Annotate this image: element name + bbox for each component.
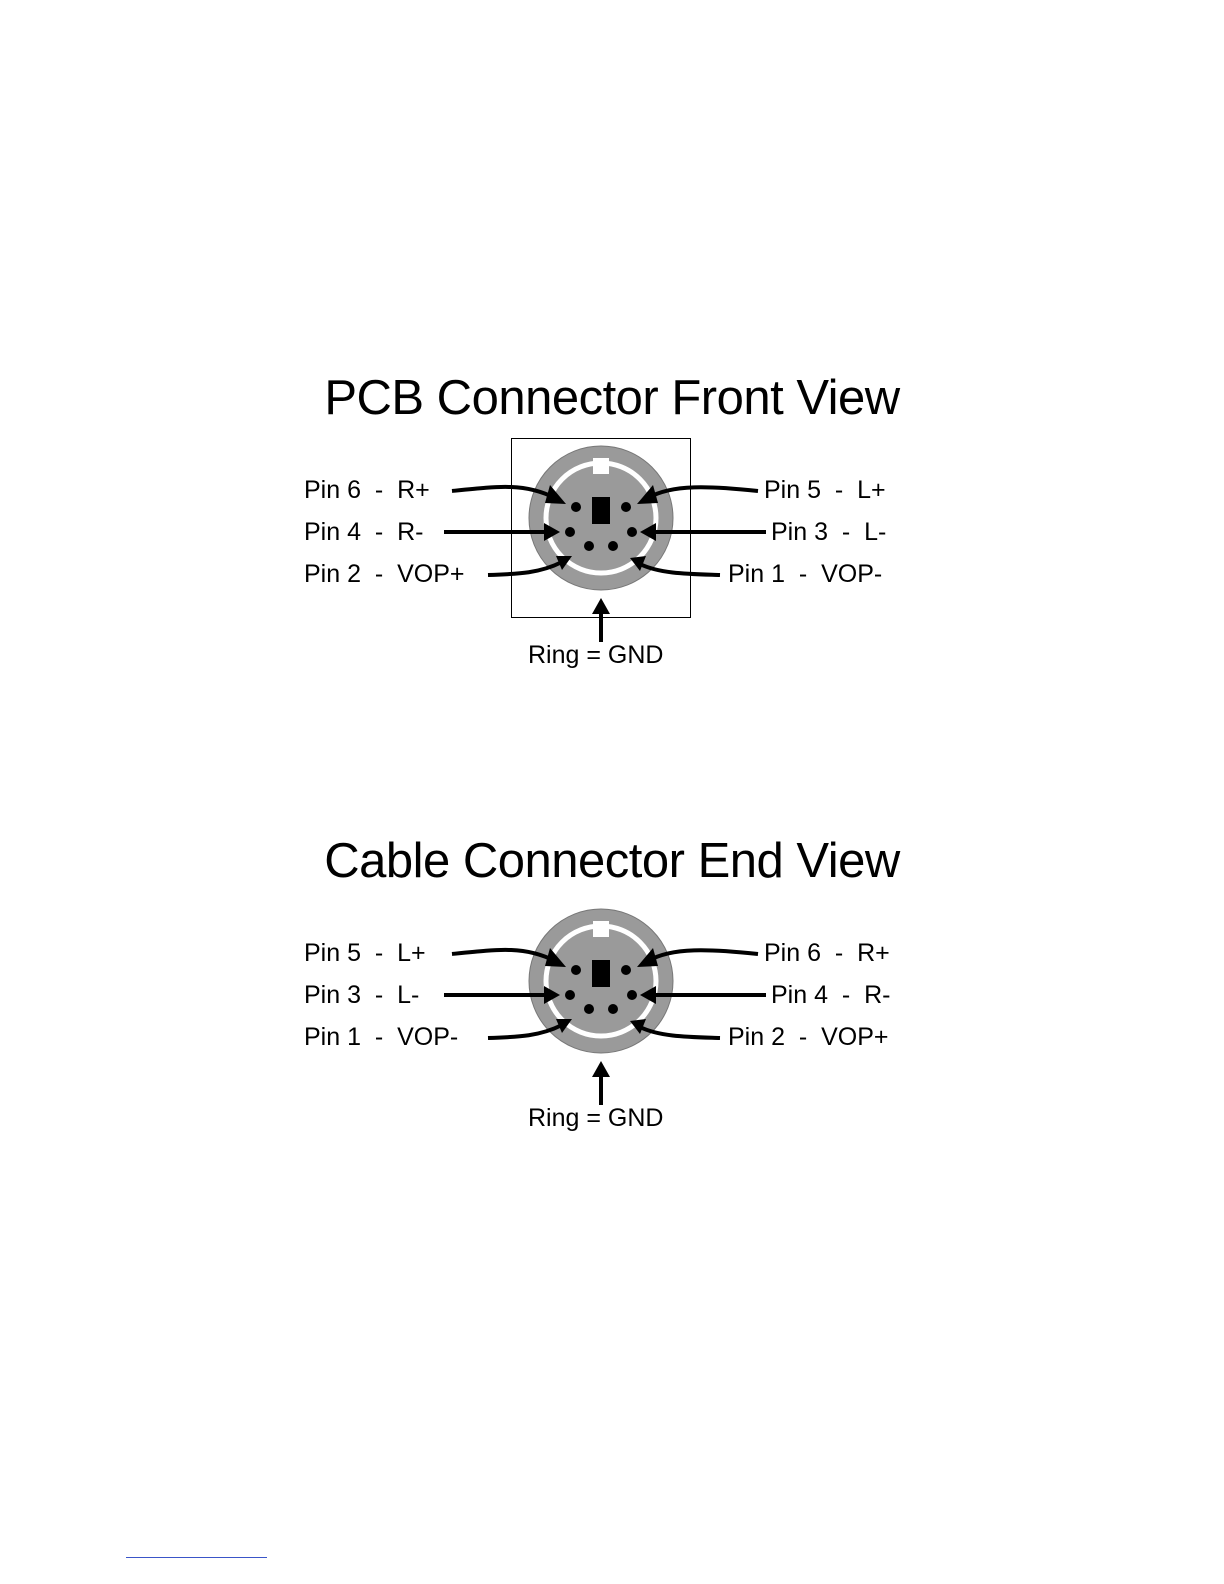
pcb-right-label-1: Pin 5 - L+ [764,478,886,503]
key-pin [592,497,610,524]
pin-6 [571,502,581,512]
pin-5 [621,502,631,512]
pin-1 [584,1004,594,1014]
footer-rule [126,1557,267,1558]
pin-3 [565,990,575,1000]
pcb-right-label-2: Pin 3 - L- [771,520,886,545]
pin-5 [571,965,581,975]
cable-right-label-2: Pin 4 - R- [771,983,890,1008]
pin-2 [584,541,594,551]
cable-left-label-2: Pin 3 - L- [304,983,419,1008]
pin-4 [565,527,575,537]
pcb-left-label-2: Pin 4 - R- [304,520,423,545]
cable-ring-label: Ring = GND [528,1106,663,1131]
cable-right-label-1: Pin 6 - R+ [764,941,890,966]
pcb-left-label-3: Pin 2 - VOP+ [304,562,465,587]
pin-1 [608,541,618,551]
pin-3 [627,527,637,537]
pin-4 [627,990,637,1000]
pcb-ring-label: Ring = GND [528,643,663,668]
cable-connector-diagram [0,893,1224,1133]
pin-6 [621,965,631,975]
pcb-left-label-1: Pin 6 - R+ [304,478,430,503]
diagram-title-cable: Cable Connector End View [0,833,1224,889]
cable-left-label-1: Pin 5 - L+ [304,941,426,966]
diagram-title-pcb: PCB Connector Front View [0,370,1224,426]
cable-left-label-3: Pin 1 - VOP- [304,1025,458,1050]
key-pin [592,960,610,987]
cable-right-label-3: Pin 2 - VOP+ [728,1025,889,1050]
pcb-right-label-3: Pin 1 - VOP- [728,562,882,587]
pcb-connector-diagram [0,430,1224,670]
pin-2 [608,1004,618,1014]
